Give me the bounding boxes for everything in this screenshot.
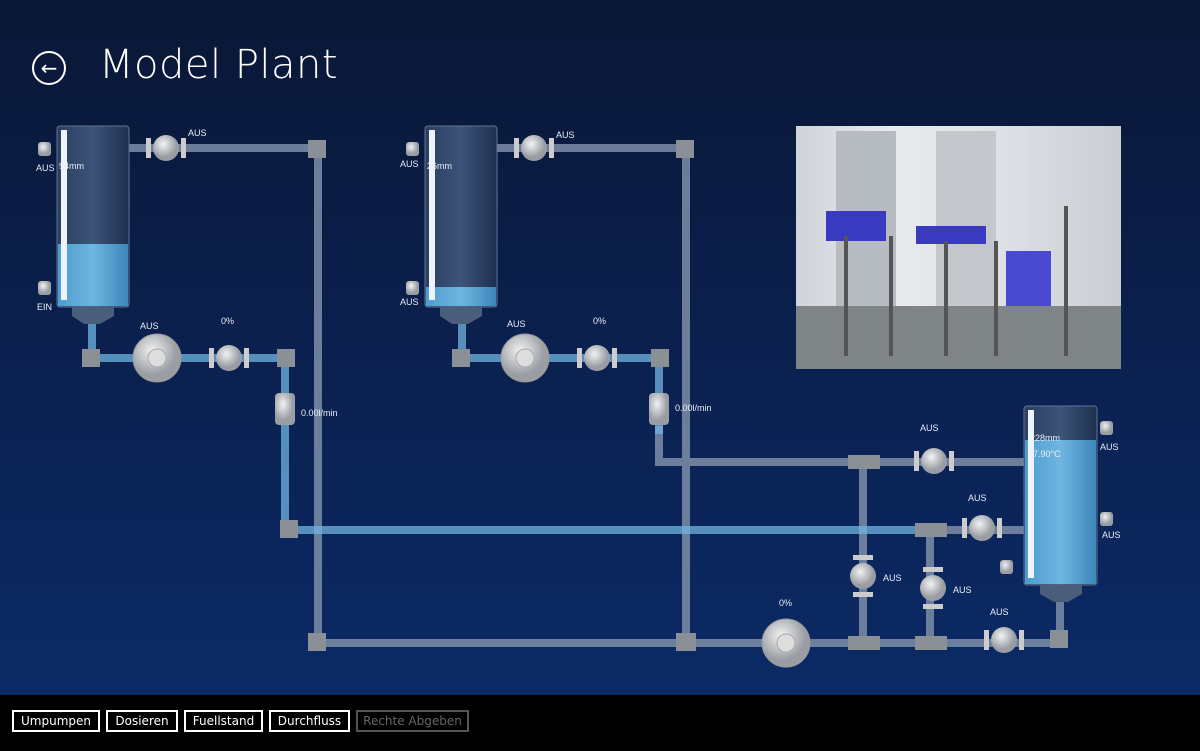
plant-diagram: 94mm 26mm 228mm 17.90°C AUS EIN AUS AUS …: [36, 125, 1121, 668]
valve-icon[interactable]: [146, 135, 186, 161]
svg-text:AUS: AUS: [883, 573, 902, 583]
svg-text:AUS: AUS: [556, 130, 575, 140]
umpumpen-button[interactable]: Umpumpen: [12, 710, 100, 732]
svg-text:AUS: AUS: [968, 493, 987, 503]
dosieren-button[interactable]: Dosieren: [106, 710, 178, 732]
pump-icon[interactable]: [761, 618, 811, 668]
flowmeter-icon: [275, 393, 295, 425]
sensor-icon: [406, 142, 419, 156]
svg-text:17.90°C: 17.90°C: [1028, 449, 1061, 459]
app-bar: Umpumpen Dosieren Fuellstand Durchfluss …: [0, 695, 1200, 751]
fuellstand-button[interactable]: Fuellstand: [184, 710, 263, 732]
svg-text:AUS: AUS: [400, 159, 419, 169]
pump-icon[interactable]: [500, 333, 550, 383]
svg-text:AUS: AUS: [953, 585, 972, 595]
valve-icon[interactable]: [850, 555, 876, 597]
fittings: [82, 140, 1068, 651]
svg-text:228mm: 228mm: [1030, 433, 1060, 443]
svg-text:0%: 0%: [221, 316, 234, 326]
svg-text:0.00l/min: 0.00l/min: [675, 403, 712, 413]
svg-text:0%: 0%: [593, 316, 606, 326]
valve-icon[interactable]: [914, 448, 954, 474]
svg-text:AUS: AUS: [400, 297, 419, 307]
svg-text:EIN: EIN: [37, 302, 52, 312]
rechte-abgeben-button: Rechte Abgeben: [356, 710, 469, 732]
svg-text:AUS: AUS: [920, 423, 939, 433]
sensor-icon: [406, 281, 419, 295]
svg-text:AUS: AUS: [1102, 530, 1121, 540]
pump-icon[interactable]: [132, 333, 182, 383]
sensor-icon: [1100, 512, 1113, 526]
back-button[interactable]: ←: [32, 51, 66, 85]
page-title: Model Plant: [99, 42, 339, 88]
sensor-icon: [1100, 421, 1113, 435]
back-arrow-icon: ←: [40, 56, 58, 80]
svg-text:AUS: AUS: [36, 163, 55, 173]
valve-icon[interactable]: [514, 135, 554, 161]
level-sensors: [38, 142, 1113, 574]
sensor-icon: [1000, 560, 1013, 574]
valve-icon[interactable]: [209, 345, 249, 371]
svg-text:94mm: 94mm: [59, 161, 84, 171]
svg-text:0%: 0%: [779, 598, 792, 608]
svg-text:AUS: AUS: [188, 128, 207, 138]
valve-icon[interactable]: [984, 627, 1024, 653]
camera-image: [796, 131, 1121, 369]
tank-2: 26mm: [424, 125, 498, 324]
svg-text:AUS: AUS: [140, 321, 159, 331]
tank-3: 228mm 17.90°C: [1023, 405, 1098, 602]
tank-1: 94mm: [56, 125, 130, 324]
camera-feed: [796, 126, 1121, 369]
svg-text:AUS: AUS: [1100, 442, 1119, 452]
svg-text:AUS: AUS: [507, 319, 526, 329]
durchfluss-button[interactable]: Durchfluss: [269, 710, 350, 732]
flowmeter-icon: [649, 393, 669, 425]
sensor-icon: [38, 281, 51, 295]
svg-text:26mm: 26mm: [427, 161, 452, 171]
valve-icon[interactable]: [920, 567, 946, 609]
svg-text:0.00l/min: 0.00l/min: [301, 408, 338, 418]
sensor-icon: [38, 142, 51, 156]
valve-icon[interactable]: [962, 515, 1002, 541]
svg-text:AUS: AUS: [990, 607, 1009, 617]
valve-icon[interactable]: [577, 345, 617, 371]
valves: [132, 135, 1024, 668]
